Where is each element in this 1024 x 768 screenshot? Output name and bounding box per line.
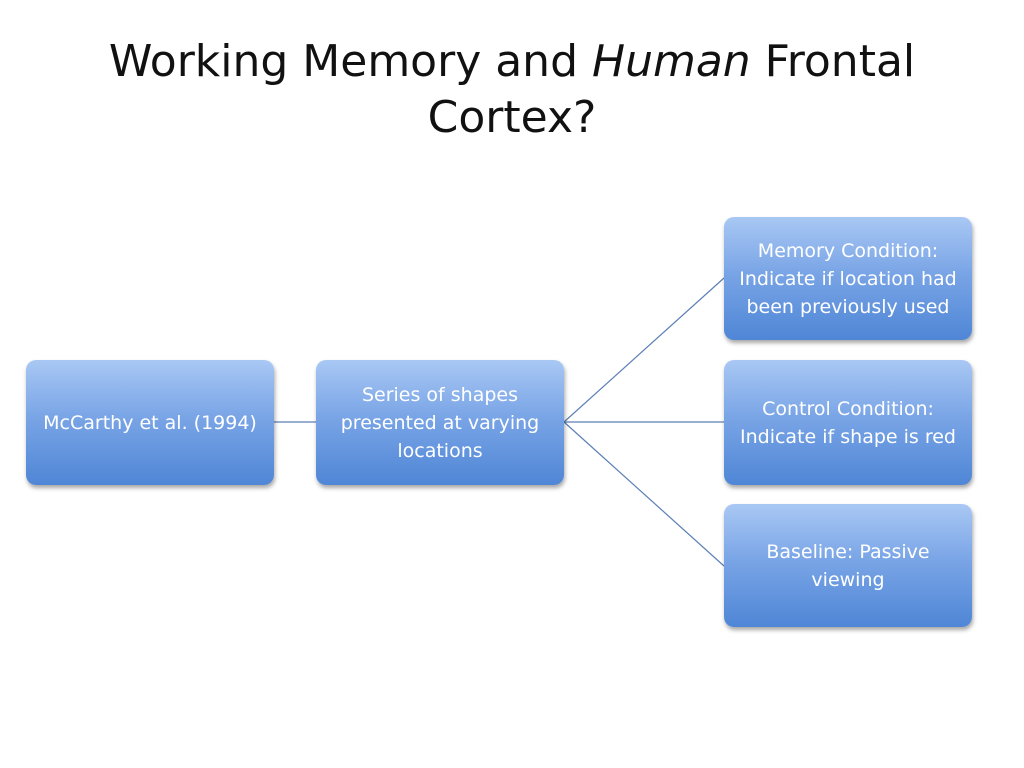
node-control-condition: Control Condition: Indicate if shape is …	[724, 360, 972, 485]
node-text: McCarthy et al. (1994)	[43, 409, 257, 437]
title-text-end: Frontal Cortex?	[427, 36, 916, 143]
node-text: Control Condition: Indicate if shape is …	[740, 395, 956, 451]
node-text: Memory Condition: Indicate if location h…	[739, 237, 956, 321]
node-memory-condition: Memory Condition: Indicate if location h…	[724, 217, 972, 340]
node-line: Series of shapes	[361, 383, 519, 406]
connector-task-to-baseline	[563, 421, 725, 567]
title-text-emphasis: Human	[591, 36, 751, 87]
node-line: Baseline: Passive	[766, 540, 930, 563]
node-line: been previously used	[746, 295, 950, 318]
title-text-start: Working Memory and	[108, 36, 592, 87]
node-mccarthy-study: McCarthy et al. (1994)	[26, 360, 274, 485]
node-shapes-task: Series of shapes presented at varying lo…	[316, 360, 564, 485]
node-baseline: Baseline: Passive viewing	[724, 504, 972, 627]
node-line: viewing	[811, 568, 885, 591]
node-line: McCarthy et al. (1994)	[43, 411, 257, 434]
node-line: Indicate if location had	[739, 267, 957, 290]
node-text: Baseline: Passive viewing	[766, 538, 929, 594]
node-text: Series of shapes presented at varying lo…	[341, 381, 539, 465]
node-line: presented at varying	[340, 411, 540, 434]
connector-task-to-memory	[563, 277, 725, 423]
node-line: Control Condition:	[762, 397, 934, 420]
node-line: Memory Condition:	[757, 239, 939, 262]
slide-title: Working Memory and Human Frontal Cortex?	[40, 34, 984, 146]
node-line: locations	[397, 439, 483, 462]
node-line: Indicate if shape is red	[740, 425, 956, 448]
